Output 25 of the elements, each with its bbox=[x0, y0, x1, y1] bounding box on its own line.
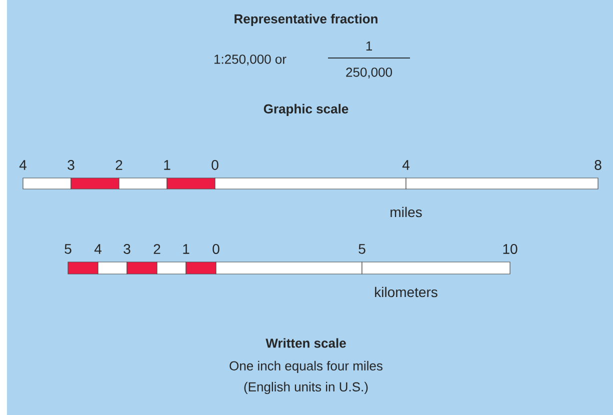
note-text: One inch equals four miles bbox=[230, 360, 382, 374]
tick-label: 1 bbox=[183, 244, 190, 254]
tick-label: 0 bbox=[212, 244, 220, 254]
tick-label: 0 bbox=[212, 160, 218, 170]
heading: Representative fraction bbox=[234, 14, 378, 26]
tick-label: 1 bbox=[164, 160, 170, 170]
tick-label: 2 bbox=[154, 244, 160, 254]
tick-label: 4 bbox=[19, 160, 26, 170]
heading: Written scale bbox=[266, 338, 346, 348]
note-text: (English units in U.S.) bbox=[244, 382, 368, 394]
tick-label: 5 bbox=[358, 244, 366, 254]
tick-label: 2 bbox=[116, 160, 122, 170]
tick-label: 3 bbox=[68, 160, 74, 170]
tick-label: 3 bbox=[124, 244, 130, 254]
unit-label: kilometers bbox=[375, 286, 438, 298]
unit-label: miles bbox=[390, 206, 422, 218]
tick-label: 8 bbox=[594, 160, 602, 170]
tick-label: 5 bbox=[64, 244, 72, 254]
ratio-text: 1:250,000 or bbox=[214, 54, 286, 66]
tick-label: 4 bbox=[94, 244, 102, 254]
heading: Graphic scale bbox=[264, 104, 348, 116]
denominator: 250,000 bbox=[346, 68, 392, 78]
tick-label: 10 bbox=[503, 244, 518, 254]
numerator: 1 bbox=[366, 42, 372, 50]
tick-label: 4 bbox=[402, 160, 410, 170]
